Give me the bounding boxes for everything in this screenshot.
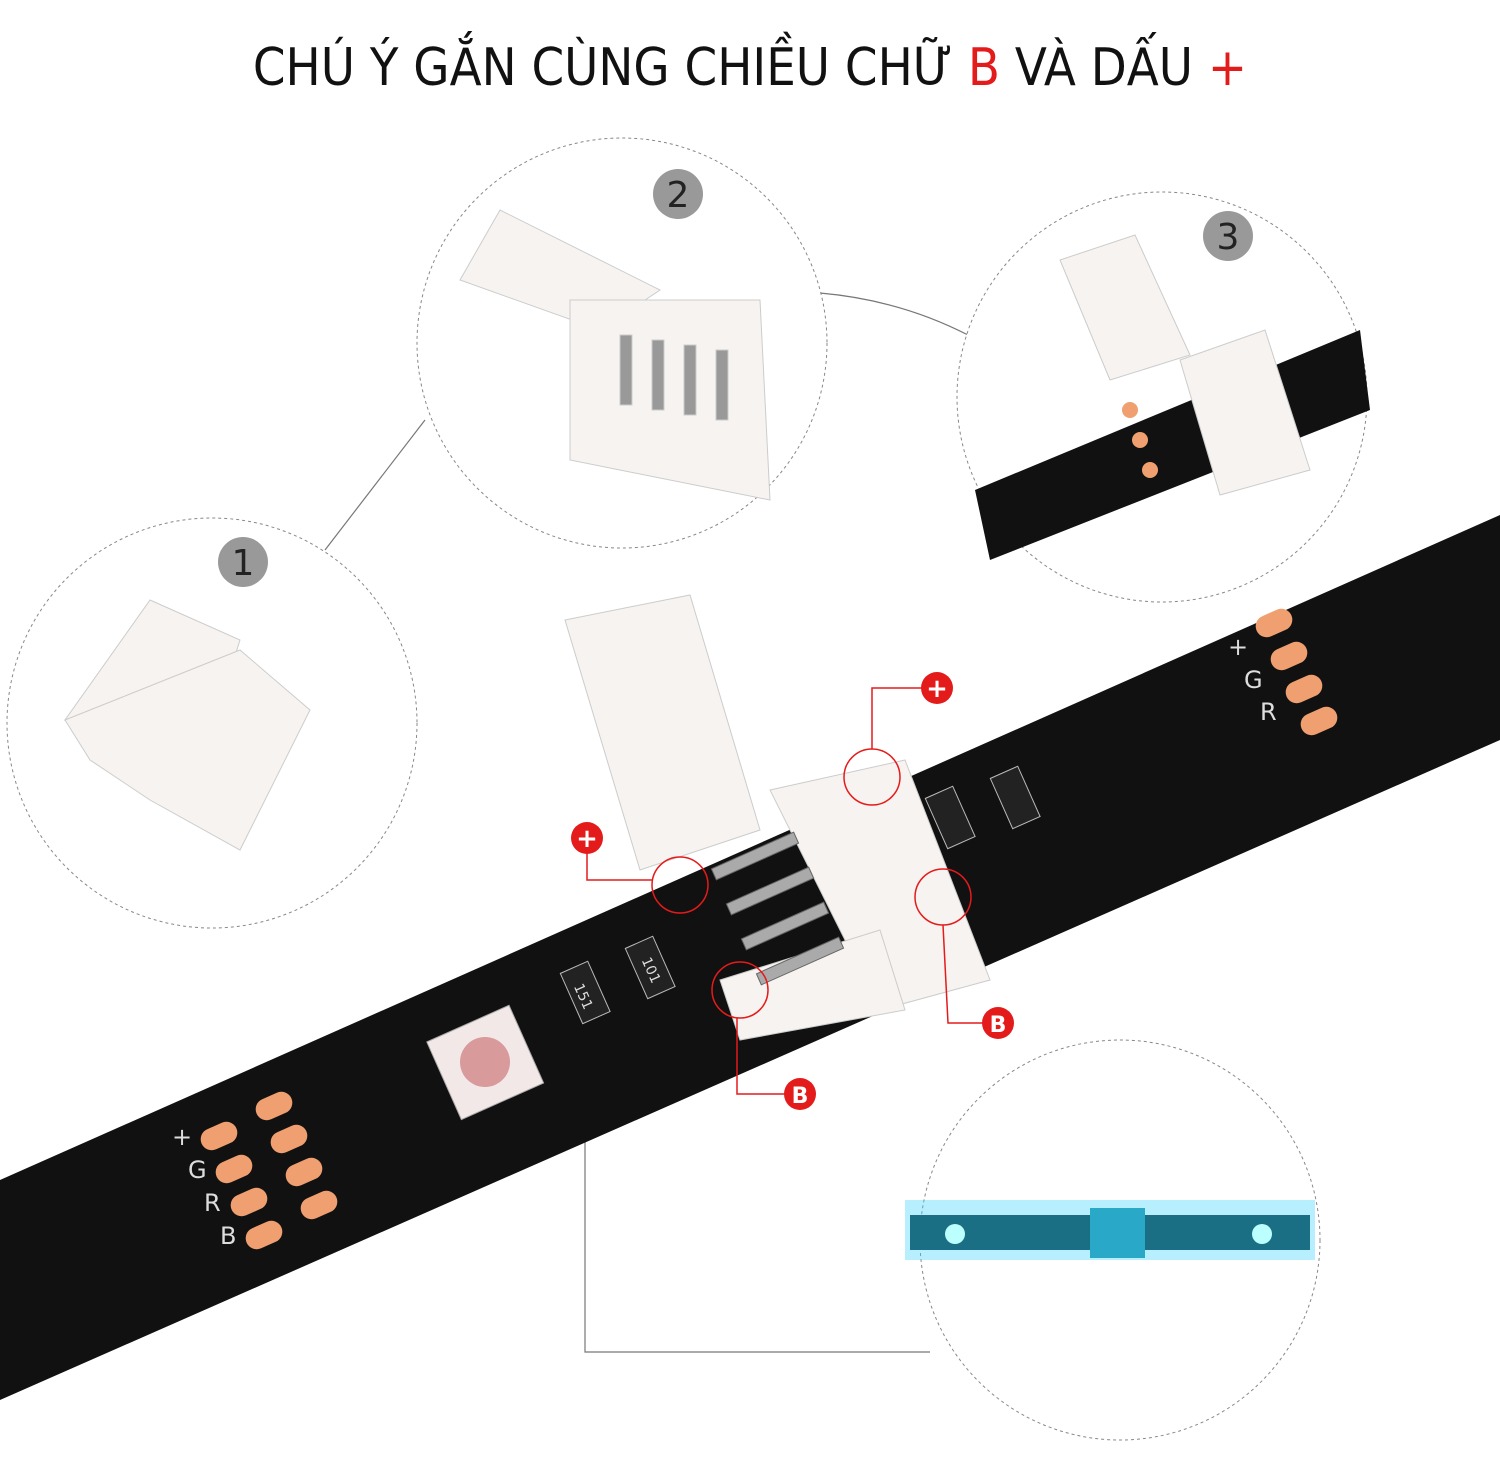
title-highlight-plus: +: [1207, 38, 1248, 98]
strip-label-r-2: R: [1260, 698, 1277, 726]
resistors: 151 101: [559, 765, 1041, 1025]
connector-open: [459, 209, 771, 501]
connector-closed: [63, 599, 311, 851]
strip-label-g-2: G: [1244, 666, 1263, 694]
strip-label-r: R: [204, 1189, 221, 1217]
strip-label-plus: +: [172, 1123, 192, 1151]
strip-label-g: G: [188, 1156, 207, 1184]
glowing-strip: [905, 1200, 1315, 1260]
plus-callout-label-2: +: [576, 824, 598, 854]
solder-pads: [200, 608, 1338, 1250]
plus-callout-badge-2: [571, 822, 603, 854]
title-highlight-b: B: [967, 38, 1000, 98]
step-badge-2: [653, 169, 703, 219]
step-badge-1: [218, 537, 268, 587]
title-text-2: VÀ DẤU: [1014, 38, 1194, 98]
step-label-2: 2: [667, 175, 690, 216]
title-text: CHÚ Ý GẮN CÙNG CHIỀU CHỮ: [252, 38, 953, 98]
step-label-1: 1: [232, 543, 255, 584]
main-connector: [564, 594, 991, 1041]
connector-attached: [975, 234, 1370, 560]
b-callout-badge-2: [784, 1078, 816, 1110]
step-label-3: 3: [1217, 217, 1240, 258]
leader-lines: [324, 292, 969, 1353]
plus-callout-label: +: [926, 674, 948, 704]
led-strip: + G R B + G R 151 101: [0, 515, 1500, 1400]
page-title: CHÚ Ý GẮN CÙNG CHIỀU CHỮ B VÀ DẤU +: [75, 38, 1425, 98]
led-chip: [426, 1004, 545, 1121]
step-badge-3: [1203, 211, 1253, 261]
strip-label-b: B: [220, 1222, 236, 1250]
plus-callout-badge: [921, 672, 953, 704]
callout-lines: [586, 687, 983, 1095]
b-callout-label-2: B: [792, 1084, 809, 1109]
b-callout-label: B: [990, 1013, 1007, 1038]
strip-label-plus-2: +: [1228, 633, 1248, 661]
b-callout-badge: [982, 1007, 1014, 1039]
